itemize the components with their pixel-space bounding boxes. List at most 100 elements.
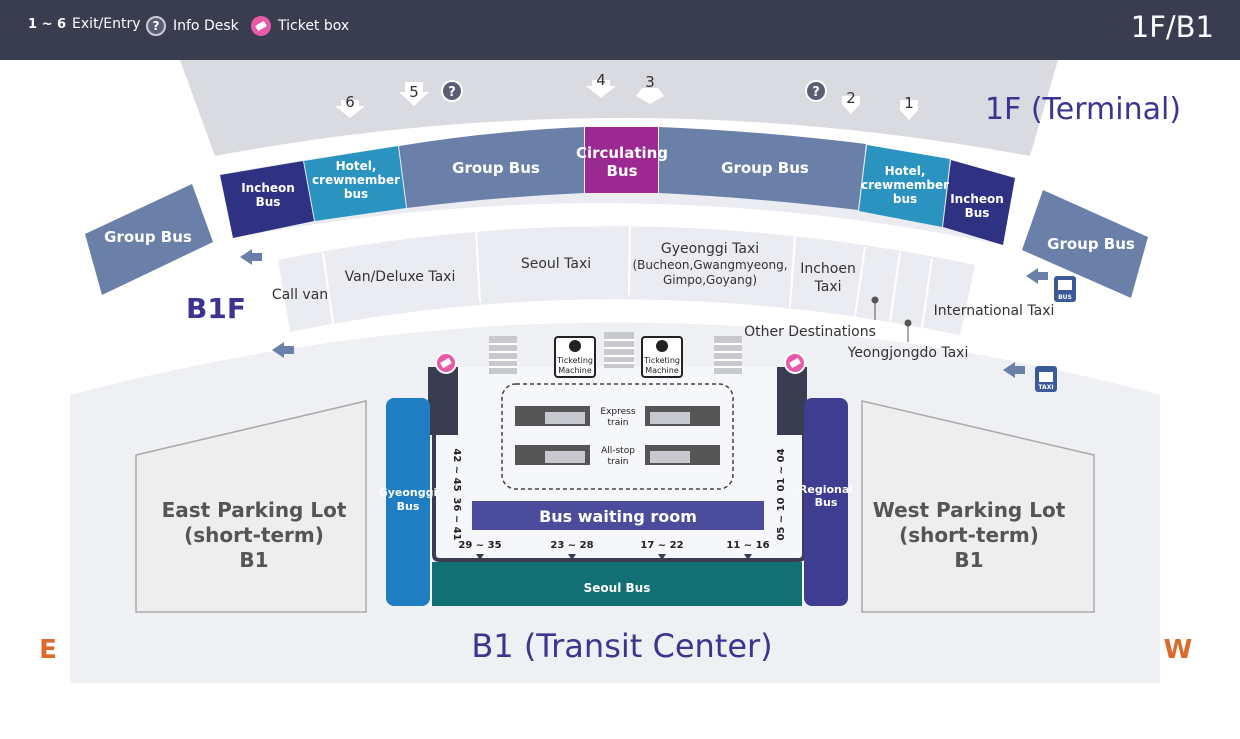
bus-waiting-room-label: Bus waiting room: [539, 507, 697, 526]
hotel-bus-zone-west[interactable]: [859, 145, 950, 227]
other-destinations-label: Other Destinations: [744, 324, 876, 340]
circulating-bus-zone[interactable]: [585, 127, 658, 193]
exit-label-2: 2: [846, 89, 856, 107]
stair-steps: [489, 339, 742, 368]
regional-bus-label-1: Regional: [799, 483, 853, 496]
gate-label-42-45: 42 ~ 45: [451, 448, 462, 491]
hotel-bus-label-1: Hotel,: [336, 159, 377, 173]
group-bus-label-center-west: Group Bus: [721, 159, 809, 177]
bus-waiting-room[interactable]: [472, 501, 764, 530]
gate-label-29-35: 29 ~ 35: [458, 540, 501, 551]
west-parking-label-1: West Parking Lot: [873, 498, 1066, 522]
ticket-booth-west: [777, 367, 807, 435]
east-parking-lot[interactable]: [135, 400, 367, 613]
call-van-label: Call van: [272, 287, 328, 303]
taxi-dividers: [322, 223, 933, 329]
hotel-bus-zone-east[interactable]: [304, 146, 406, 221]
group-bus-zone-far-east[interactable]: [85, 184, 213, 295]
group-bus-label-center-east: Group Bus: [452, 159, 540, 177]
seoul-bus-label: Seoul Bus: [584, 581, 651, 595]
legend-exit-range: 1 ~ 6: [28, 16, 67, 32]
incheon-bus-label-west-2: Bus: [965, 206, 990, 220]
gyeonggi-bus-bay[interactable]: [386, 398, 430, 606]
incheon-bus-label-2: Bus: [256, 195, 281, 209]
ticketing-machine-label-west-1: Ticketing: [643, 356, 680, 365]
floor-b1f-title: B1F: [186, 292, 246, 325]
exit-label-5: 5: [409, 83, 419, 101]
van-deluxe-taxi-label: Van/Deluxe Taxi: [345, 269, 456, 285]
ticketing-machine-west[interactable]: Ticketing Machine: [641, 336, 683, 378]
taxi-sign-text: TAXI: [1038, 384, 1053, 391]
bus-sign-icon: BUS: [1054, 276, 1076, 302]
ticket-icon: [656, 340, 668, 352]
gate-markers: [476, 554, 752, 560]
incheon-bus-label-1: Incheon: [241, 181, 295, 195]
compass-west: W: [1164, 635, 1193, 665]
express-train-gates[interactable]: Express train: [515, 406, 720, 428]
legend-info: ? Info Desk: [146, 16, 239, 36]
gyeonggi-bus-label-2: Bus: [397, 500, 420, 513]
stair-east: [489, 336, 517, 374]
seoul-bus-bay[interactable]: [432, 562, 802, 606]
ticket-box-east[interactable]: [435, 352, 457, 374]
floor-b1-title: B1 (Transit Center): [471, 627, 772, 665]
floor-1f-title: 1F (Terminal): [985, 92, 1181, 127]
floor-indicator: 1F/B1: [1130, 10, 1214, 44]
hotel-bus-label-2: crewmember: [312, 173, 400, 187]
ticket-booth-east: [428, 367, 458, 435]
east-parking-label-1: East Parking Lot: [162, 498, 347, 522]
express-train-label-1: Express: [600, 407, 635, 417]
group-bus-label-far-west: Group Bus: [1047, 235, 1135, 253]
hotel-bus-label-west-2: crewmember: [861, 178, 949, 192]
group-bus-zone-center-west[interactable]: [659, 127, 866, 210]
compass-east: E: [39, 635, 57, 665]
allstop-train-gates[interactable]: All-stop train: [515, 445, 720, 467]
exit-label-6: 6: [345, 93, 355, 111]
incheon-taxi-label-1: Inchoen: [800, 261, 856, 277]
west-parking-label-3: B1: [954, 548, 983, 572]
gate-label-36-41: 36 ~ 41: [451, 497, 462, 540]
gyeonggi-taxi-label-3: Gimpo,Goyang): [663, 273, 757, 287]
exit-label-3: 3: [645, 73, 655, 91]
west-parking-lot[interactable]: [861, 400, 1095, 613]
legend-ticket-label: Ticket box: [278, 18, 350, 34]
exit-label-4: 4: [596, 71, 606, 89]
svg-text:?: ?: [812, 85, 820, 100]
gate-label-11-16: 11 ~ 16: [726, 540, 769, 551]
legend-info-label: Info Desk: [173, 18, 239, 34]
exit-arrow-6[interactable]: [335, 100, 365, 118]
taxi-arc: [278, 226, 975, 335]
gate-label-05-10: 05 ~ 10: [776, 497, 787, 540]
exit-label-1: 1: [904, 94, 914, 112]
legend-exit-label: Exit/Entry: [72, 16, 141, 32]
allstop-train-label-2: train: [608, 457, 629, 467]
stair-west: [714, 336, 742, 374]
terminal-building: [180, 60, 1058, 156]
group-bus-zone-far-west[interactable]: [1022, 190, 1148, 298]
incheon-bus-label-west-1: Incheon: [950, 192, 1004, 206]
exit-arrow-4[interactable]: [586, 80, 616, 98]
ticketing-machine-east[interactable]: Ticketing Machine: [554, 336, 596, 378]
gyeonggi-taxi-label-2: (Bucheon,Gwangmyeong,: [632, 258, 787, 272]
ticket-box-west[interactable]: [784, 352, 806, 374]
gyeonggi-bus-label-1: Gyeonggi: [379, 486, 438, 499]
train-gate-area: [501, 383, 734, 490]
incheon-bus-zone-west[interactable]: [943, 160, 1015, 245]
info-desk-icon: [441, 80, 463, 102]
regional-bus-label-2: Bus: [815, 496, 838, 509]
exit-arrow-5[interactable]: [399, 82, 429, 106]
info-desk-west[interactable]: ?: [805, 80, 827, 102]
legend-ticket: Ticket box: [251, 16, 349, 36]
leader-lines: [871, 296, 912, 342]
top-bar: 1 ~ 6 Exit/Entry ? Info Desk Ticket box …: [0, 0, 1240, 60]
international-taxi-label: International Taxi: [934, 303, 1055, 319]
yeongjongdo-taxi-label: Yeongjongdo Taxi: [847, 345, 969, 361]
group-bus-zone-center-east[interactable]: [399, 127, 584, 208]
exit-arrow-2[interactable]: [842, 96, 860, 114]
west-parking-label-2: (short-term): [899, 523, 1039, 547]
exit-arrow-1[interactable]: [900, 100, 918, 120]
info-desk-east[interactable]: ?: [441, 80, 463, 102]
incheon-bus-zone-east[interactable]: [220, 161, 314, 238]
regional-bus-bay[interactable]: [804, 398, 848, 606]
exit-arrow-3[interactable]: [636, 88, 664, 104]
